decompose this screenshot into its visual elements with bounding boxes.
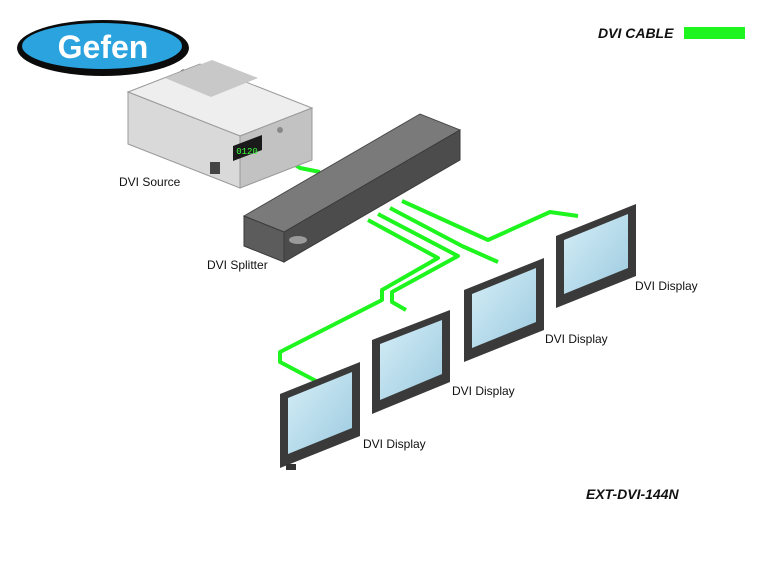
display-label-3: DVI Display <box>545 332 608 346</box>
display-label-2: DVI Display <box>452 384 515 398</box>
display-3 <box>464 258 544 362</box>
splitter-label: DVI Splitter <box>207 258 268 272</box>
gefen-logo: Gefen ® <box>17 20 189 78</box>
legend-label: DVI CABLE <box>598 25 674 41</box>
display-4 <box>556 204 636 308</box>
legend-cable-swatch <box>684 27 745 39</box>
dvi-splitter-device <box>242 113 462 263</box>
display-label-1: DVI Display <box>363 437 426 451</box>
cable-display-3 <box>389 206 499 264</box>
display-label-4: DVI Display <box>635 279 698 293</box>
display-1 <box>280 362 360 470</box>
source-readout: 0120 <box>236 147 258 157</box>
cable-display-1 <box>278 218 440 384</box>
cable-display-4 <box>401 199 579 242</box>
dvi-cables <box>273 150 579 384</box>
display-2 <box>372 310 450 414</box>
model-number: EXT-DVI-144N <box>586 486 679 502</box>
dvi-source-device: 0120 <box>126 60 314 189</box>
logo-text: Gefen <box>58 29 149 65</box>
source-label: DVI Source <box>119 175 181 189</box>
cable-display-2 <box>377 212 460 312</box>
